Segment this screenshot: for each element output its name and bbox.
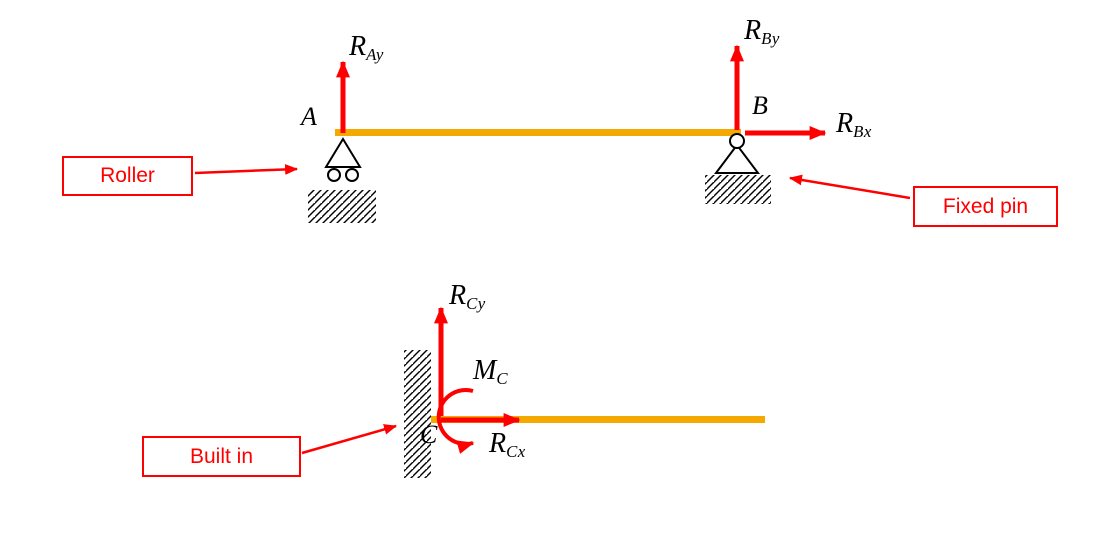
fixed-pin-callout: Fixed pin (913, 186, 1058, 227)
reaction-bx-subscript: Bx (853, 122, 872, 142)
pin-circle (729, 133, 745, 149)
roller-wheel-left (327, 168, 341, 182)
ground-hatch-a (308, 190, 376, 223)
cantilever-beam (431, 416, 765, 423)
reaction-by-subscript: By (761, 29, 780, 49)
reaction-cy-label: RCy (449, 282, 486, 313)
roller-support (308, 137, 376, 223)
moment-c-symbol: M (473, 355, 497, 386)
roller-wheel-right (345, 168, 359, 182)
moment-c-arc-arrow (436, 388, 475, 454)
built-in-callout-arrow (301, 424, 398, 455)
ground-hatch-b (705, 175, 771, 204)
reaction-cx-symbol: R (489, 428, 507, 459)
built-in-callout-text: Built in (189, 444, 254, 468)
fixed-pin-callout-arrow (788, 174, 911, 200)
moment-c-label: MC (473, 357, 508, 388)
reaction-cy-subscript: Cy (466, 294, 486, 314)
reaction-ay-subscript: Ay (366, 45, 384, 65)
roller-triangle (324, 137, 362, 168)
point-a-label: A (301, 104, 317, 130)
built-in-callout: Built in (142, 436, 301, 477)
point-b-label: B (752, 93, 768, 119)
point-c-label: C (420, 422, 437, 448)
reaction-by-symbol: R (744, 15, 762, 46)
reaction-ay-symbol: R (349, 31, 367, 62)
simply-supported-beam (335, 129, 741, 136)
roller-callout: Roller (62, 156, 193, 196)
reaction-ay-label: RAy (349, 33, 384, 64)
roller-callout-text: Roller (100, 164, 155, 187)
point-a-letter: A (301, 102, 317, 131)
reaction-cy-symbol: R (449, 280, 467, 311)
reaction-bx-label: RBx (836, 110, 872, 141)
reaction-cx-subscript: Cx (506, 442, 526, 462)
wall-hatch (404, 350, 431, 478)
moment-c-subscript: C (496, 369, 509, 389)
pin-triangle (714, 143, 760, 174)
point-b-letter: B (752, 91, 768, 120)
reaction-by-label: RBy (744, 17, 780, 48)
reaction-bx-symbol: R (836, 108, 854, 139)
roller-callout-arrow (194, 164, 299, 175)
fixed-pin-callout-text: Fixed pin (942, 194, 1029, 218)
point-c-letter: C (420, 420, 438, 449)
reaction-cx-label: RCx (489, 430, 526, 461)
pin-support (705, 133, 771, 204)
